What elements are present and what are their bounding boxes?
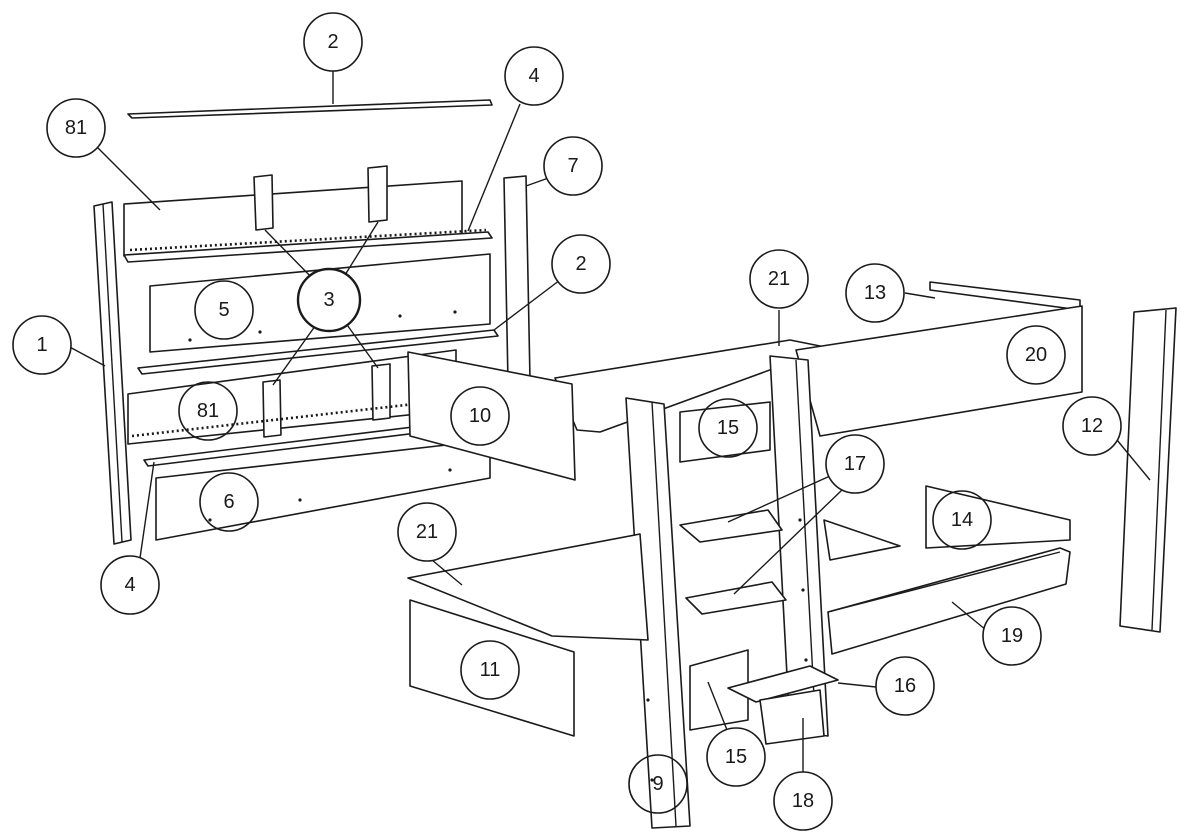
upper-left-bracket-part	[253, 174, 274, 231]
callout-c-1: 1	[12, 315, 72, 375]
svg-text:15: 15	[725, 746, 747, 768]
callout-c-14: 14	[932, 490, 992, 550]
ladder-rear-upright-part	[769, 355, 829, 737]
ladder-step-bottom-part	[727, 665, 839, 703]
front-board-part	[407, 351, 576, 481]
callout-c-16: 16	[875, 656, 935, 716]
svg-text:9: 9	[652, 773, 663, 795]
callout-c-20: 20	[1006, 325, 1066, 385]
svg-text:4: 4	[124, 574, 135, 596]
callout-c-3: 3	[296, 267, 362, 333]
svg-text:2: 2	[575, 253, 586, 275]
svg-text:14: 14	[951, 509, 973, 531]
callout-c-2-mid: 2	[551, 234, 611, 294]
lower-right-bracket-part	[371, 363, 391, 421]
callout-c-12: 12	[1062, 396, 1122, 456]
svg-text:10: 10	[469, 405, 491, 427]
long-side-panel-part	[795, 305, 1083, 437]
ladder-board-part	[759, 689, 825, 745]
end-panel-part	[1119, 307, 1177, 633]
callout-c-5: 5	[194, 280, 254, 340]
callout-c-19: 19	[982, 606, 1042, 666]
lower-long-side-part	[827, 547, 1071, 655]
svg-text:3: 3	[323, 289, 334, 311]
svg-text:7: 7	[567, 155, 578, 177]
svg-text:11: 11	[480, 659, 501, 681]
callout-c-18: 18	[773, 771, 833, 831]
svg-text:21: 21	[768, 268, 790, 290]
svg-text:16: 16	[894, 675, 916, 697]
callout-c-2-top: 2	[303, 12, 363, 72]
callout-c-15-top: 15	[698, 398, 758, 458]
head-board-part	[925, 485, 1071, 549]
upper-small-panel-part	[679, 401, 771, 463]
right-post-part	[503, 175, 531, 383]
lower-slats	[131, 398, 451, 438]
callout-c-21-top: 21	[749, 249, 809, 309]
svg-text:19: 19	[1001, 625, 1023, 647]
callout-c-4-top: 4	[504, 46, 564, 106]
upper-right-bracket-part	[367, 165, 388, 223]
callout-c-6: 6	[199, 472, 259, 532]
ladder-step-upper-part	[679, 509, 783, 543]
svg-text:4: 4	[528, 65, 539, 87]
lower-deck-part	[407, 533, 649, 641]
lower-deck-rear-part	[823, 519, 901, 561]
callout-c-13: 13	[845, 263, 905, 323]
callout-c-15-bottom: 15	[706, 727, 766, 787]
svg-text:81: 81	[65, 117, 87, 139]
bottom-panel-part	[155, 439, 491, 541]
svg-text:20: 20	[1025, 344, 1047, 366]
callout-c-10: 10	[450, 386, 510, 446]
back-long-board-part	[929, 281, 1081, 311]
middle-rail-part	[137, 329, 499, 375]
lower-left-bracket-part	[262, 379, 282, 438]
callout-c-11: 11	[460, 640, 520, 700]
svg-text:13: 13	[864, 282, 886, 304]
callout-c-9: 9	[628, 754, 688, 814]
svg-text:12: 12	[1081, 415, 1103, 437]
callout-c-21-bottom: 21	[397, 502, 457, 562]
svg-text:81: 81	[197, 400, 219, 422]
svg-text:21: 21	[416, 521, 438, 543]
svg-text:2: 2	[327, 31, 338, 53]
svg-text:17: 17	[844, 453, 866, 475]
ladder-step-lower-part	[685, 581, 787, 615]
svg-text:6: 6	[223, 491, 234, 513]
svg-text:1: 1	[36, 334, 47, 356]
ladder-front-upright-part	[625, 397, 691, 829]
lower-front-board-part	[409, 599, 575, 737]
lower-small-panel-part	[689, 649, 749, 731]
svg-text:15: 15	[717, 417, 739, 439]
callout-c-81-top: 81	[46, 98, 106, 158]
callout-c-7: 7	[543, 136, 603, 196]
callout-c-17: 17	[825, 434, 885, 494]
callout-c-81-mid: 81	[178, 381, 238, 441]
svg-text:18: 18	[792, 790, 814, 812]
svg-text:5: 5	[218, 299, 229, 321]
top-rail-part	[127, 99, 493, 119]
callout-c-4-bottom: 4	[100, 555, 160, 615]
